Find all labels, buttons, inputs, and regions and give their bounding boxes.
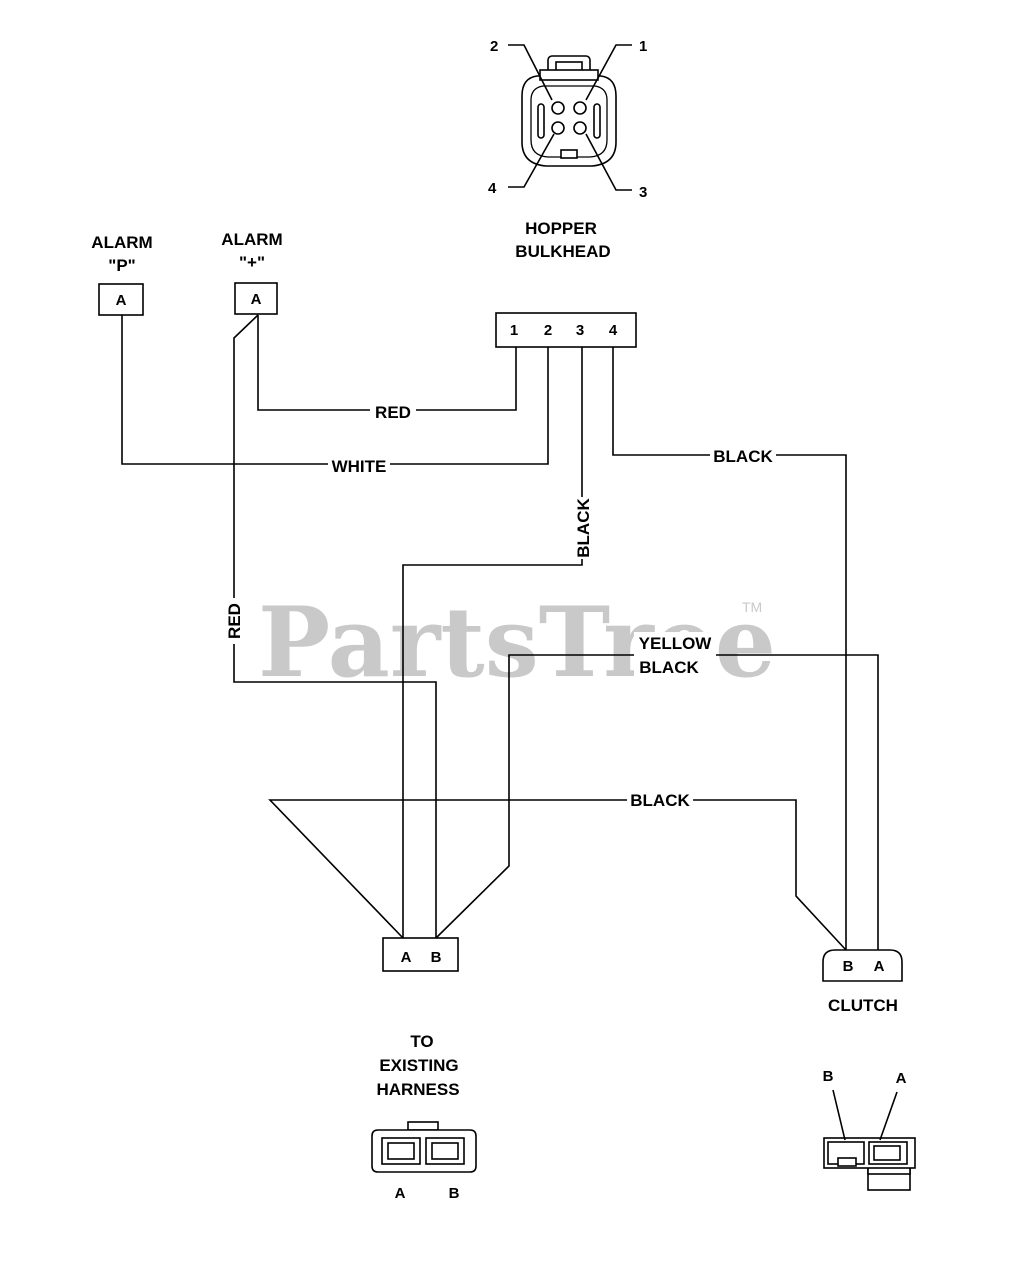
- hopper-pin-3: 3: [576, 322, 584, 339]
- hopper-bulkhead-connector: 2 1 3 4: [488, 38, 647, 201]
- label-black-ground: BLACK: [630, 791, 690, 810]
- clutch-detail-pin-a: A: [896, 1070, 907, 1087]
- existing-harness-connector: A B: [382, 937, 459, 972]
- clutch-title: CLUTCH: [828, 996, 898, 1015]
- watermark-tm: TM: [742, 599, 762, 615]
- alarm-plus-pin: A: [251, 291, 262, 308]
- wire-yellow-black: [435, 654, 879, 950]
- harness-detail-pin-b: B: [449, 1185, 460, 1202]
- clutch-connector: B A: [822, 949, 903, 982]
- clutch-pin-b: B: [843, 958, 854, 975]
- callout-2: 2: [490, 38, 498, 55]
- label-black-3: BLACK: [574, 498, 593, 558]
- wire-red-1: [257, 315, 517, 411]
- clutch-detail-pin-b: B: [823, 1068, 834, 1085]
- label-black-yb: BLACK: [639, 658, 699, 677]
- alarm-p: ALARM "P" A: [91, 233, 153, 316]
- hopper-pin-1: 1: [510, 322, 518, 339]
- harness-pin-b: B: [431, 949, 442, 966]
- clutch-detail-illustration: B A: [823, 1068, 916, 1191]
- hopper-title-line2: BULKHEAD: [515, 242, 610, 261]
- hopper-pin-4: 4: [609, 322, 618, 339]
- wire-white-2: [121, 315, 549, 465]
- hopper-pin-2: 2: [544, 322, 552, 339]
- wire-black-3: [402, 347, 583, 938]
- hopper-pin-block: 1 2 3 4: [495, 312, 637, 348]
- label-black-4: BLACK: [713, 447, 773, 466]
- alarm-plus-title: ALARM: [221, 230, 282, 249]
- wire-black-ground: [268, 799, 847, 951]
- harness-detail-pin-a: A: [395, 1185, 406, 1202]
- alarm-plus: ALARM "+" A: [221, 230, 283, 315]
- label-yellow: YELLOW: [639, 634, 713, 653]
- label-red-alarm: RED: [225, 603, 244, 639]
- hopper-title-line1: HOPPER: [525, 219, 597, 238]
- harness-title-line2: EXISTING: [379, 1056, 458, 1075]
- label-red-1: RED: [375, 403, 411, 422]
- harness-title-line1: TO: [410, 1032, 433, 1051]
- alarm-plus-subtitle: "+": [239, 253, 265, 272]
- alarm-p-subtitle: "P": [108, 256, 135, 275]
- callout-4: 4: [488, 180, 497, 197]
- wire-red-alarm: [233, 314, 437, 938]
- clutch-pin-a: A: [874, 958, 885, 975]
- alarm-p-title: ALARM: [91, 233, 152, 252]
- harness-title-line3: HARNESS: [376, 1080, 459, 1099]
- wire-labels: RED WHITE BLACK BLACK RED YELLOW BLACK B…: [223, 399, 776, 811]
- callout-1: 1: [639, 38, 647, 55]
- label-white-2: WHITE: [332, 457, 387, 476]
- harness-detail-illustration: A B: [371, 1121, 477, 1202]
- alarm-p-pin: A: [116, 292, 127, 309]
- harness-pin-a: A: [401, 949, 412, 966]
- callout-3: 3: [639, 184, 647, 201]
